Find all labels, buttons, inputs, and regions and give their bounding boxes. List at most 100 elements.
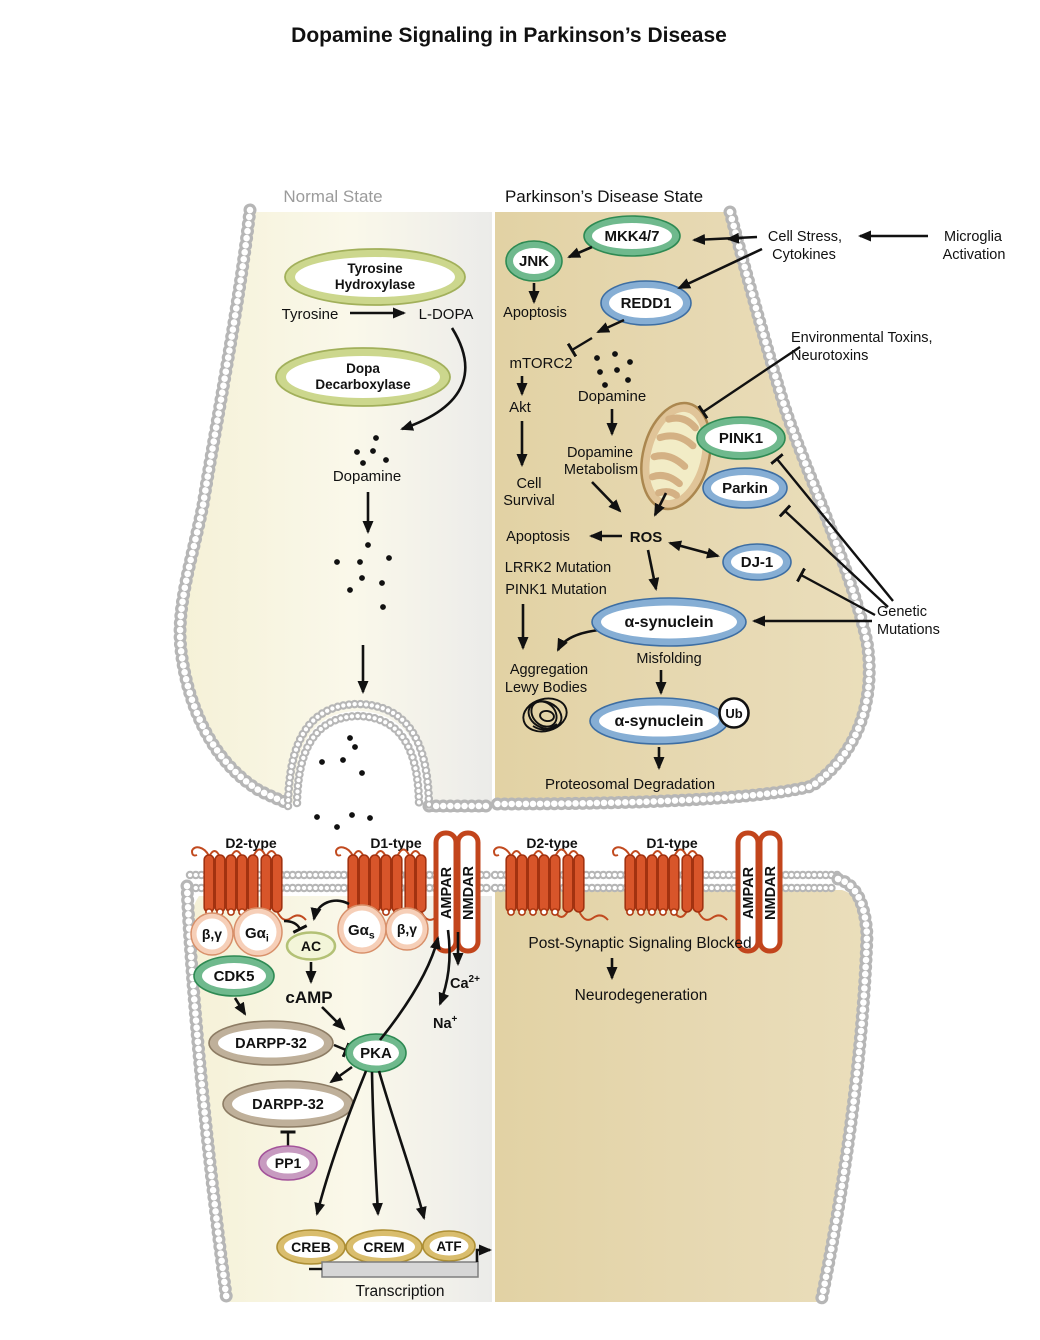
svg-text:β,γ: β,γ xyxy=(397,921,417,937)
svg-text:Ub: Ub xyxy=(725,706,742,721)
label-microglia-1: Microglia xyxy=(944,229,1003,245)
svg-text:CDK5: CDK5 xyxy=(214,968,255,985)
label-signaling-blocked: Post-Synaptic Signaling Blocked xyxy=(528,935,751,952)
label-genetic-2: Mutations xyxy=(877,622,940,638)
label-nmdar-normal: NMDAR xyxy=(461,865,477,919)
label-dopamine-normal: Dopamine xyxy=(333,468,401,485)
label-cell-stress-2: Cytokines xyxy=(772,247,836,263)
arrow-galphas-ac xyxy=(310,899,350,921)
label-microglia-2: Activation xyxy=(943,247,1006,263)
svg-text:Decarboxylase: Decarboxylase xyxy=(315,377,411,392)
label-neurodegeneration: Neurodegeneration xyxy=(575,987,708,1004)
node-ac: AC xyxy=(285,931,337,961)
svg-text:α-synuclein: α-synuclein xyxy=(615,713,704,730)
dopamine-dots-pd xyxy=(594,351,633,388)
node-crem: CREM xyxy=(345,1229,423,1265)
arrow-pka-to-crem xyxy=(370,1071,383,1216)
dopamine-dots-middle xyxy=(334,542,392,610)
header-normal-state: Normal State xyxy=(283,187,382,206)
arrow-pka-to-darpp32 xyxy=(329,1065,353,1084)
svg-text:MKK4/7: MKK4/7 xyxy=(604,228,659,245)
svg-text:DARPP-32: DARPP-32 xyxy=(252,1097,324,1113)
inhibit-genetic-parkin xyxy=(778,504,889,608)
svg-text:CREB: CREB xyxy=(291,1239,331,1255)
label-lewy-bodies: Lewy Bodies xyxy=(505,680,587,696)
inhibit-genetic-dj1 xyxy=(796,567,876,617)
svg-text:Gαs: Gαs xyxy=(348,922,375,942)
g-protein-beta-gamma-2: β,γ xyxy=(385,907,429,951)
svg-text:AC: AC xyxy=(301,938,321,954)
label-d1-type-normal: D1-type xyxy=(370,835,422,851)
label-nmdar-pd: NMDAR xyxy=(763,865,779,919)
g-protein-alpha-s: Gαs xyxy=(337,904,387,954)
svg-text:PINK1: PINK1 xyxy=(719,430,763,447)
arrow-metabolism-to-ros xyxy=(591,481,622,513)
label-apoptosis-ros: Apoptosis xyxy=(506,529,570,545)
dopamine-dots-dome xyxy=(319,735,365,776)
arrow-redd1-down xyxy=(596,318,625,334)
label-dopamine-metabolism-1: Dopamine xyxy=(567,445,633,461)
svg-text:DJ-1: DJ-1 xyxy=(741,554,774,571)
label-l-dopa: L-DOPA xyxy=(419,306,474,323)
label-sodium: Na+ xyxy=(433,1014,458,1032)
cell-pd-postsynaptic xyxy=(495,890,869,1302)
arrow-mito-to-ros xyxy=(653,492,668,517)
arrow-pka-to-channel xyxy=(378,936,441,1041)
node-parkin: Parkin xyxy=(702,467,788,509)
label-d2-type-normal: D2-type xyxy=(225,835,277,851)
g-protein-beta-gamma-1: β,γ xyxy=(190,912,234,956)
page-title: Dopamine Signaling in Parkinson’s Diseas… xyxy=(291,24,727,47)
inhibit-genetic-pink1 xyxy=(770,453,894,602)
inhibit-toxins-mitochondria xyxy=(697,346,801,420)
label-genetic-1: Genetic xyxy=(877,604,927,620)
svg-text:PP1: PP1 xyxy=(275,1155,302,1171)
inhibit-galphai-ac xyxy=(283,919,308,934)
svg-text:α-synuclein: α-synuclein xyxy=(625,614,714,631)
label-apoptosis-jnk: Apoptosis xyxy=(503,305,567,321)
svg-text:DARPP-32: DARPP-32 xyxy=(235,1036,307,1052)
panel-pd-presynaptic: MKK4/7 JNK Apoptosis REDD1 mTORC2 Akt Ce… xyxy=(503,215,1006,793)
svg-text:PKA: PKA xyxy=(360,1045,392,1062)
arrow-stress-to-redd1 xyxy=(677,247,763,290)
label-env-toxins-1: Environmental Toxins, xyxy=(791,330,933,346)
node-cdk5: CDK5 xyxy=(193,955,275,997)
svg-text:β,γ: β,γ xyxy=(202,926,222,942)
panel-normal-postsynaptic: D2-type D1-type AMPAR NMDAR β,γ Gαi Gαs … xyxy=(190,833,492,1300)
arrow-pka-to-creb xyxy=(314,1070,368,1216)
node-dopa-decarboxylase: Dopa Decarboxylase xyxy=(275,347,451,407)
label-tyrosine: Tyrosine xyxy=(282,306,339,323)
node-pp1: PP1 xyxy=(258,1145,318,1181)
ub-badge xyxy=(718,697,750,729)
label-cell-stress-1: Cell Stress, xyxy=(768,229,842,245)
mitochondrion xyxy=(640,401,712,511)
arrow-transcription-start xyxy=(475,1244,492,1262)
g-protein-alpha-i: Gαi xyxy=(233,907,283,957)
lewy-body-scribble xyxy=(522,697,568,733)
svg-text:Dopa: Dopa xyxy=(346,361,380,376)
node-pink1: PINK1 xyxy=(696,416,786,460)
panel-pd-postsynaptic: D2-type D1-type AMPAR NMDAR Post-Synapti… xyxy=(493,833,780,1004)
panel-normal-presynaptic: Tyrosine Hydroxylase Tyrosine L-DOPA Dop… xyxy=(275,248,474,830)
arrow-stress-to-mkk47 xyxy=(692,233,758,245)
label-cell-survival-1: Cell xyxy=(517,476,542,492)
arrow-cdk5-to-darpp32 xyxy=(233,997,247,1016)
svg-text:ATF: ATF xyxy=(436,1239,461,1254)
node-darpp32-b: DARPP-32 xyxy=(222,1080,354,1128)
header-pd-state: Parkinson’s Disease State xyxy=(505,187,703,206)
arrow-ldopa-to-dopamine xyxy=(400,327,467,431)
arrow-mkk47-to-jnk xyxy=(567,245,593,259)
node-tyrosine-hydroxylase: Tyrosine Hydroxylase xyxy=(284,248,466,306)
node-mkk47: MKK4/7 xyxy=(583,215,681,257)
node-pka: PKA xyxy=(345,1033,407,1073)
label-pink1-mutation: PINK1 Mutation xyxy=(505,582,607,598)
node-alpha-synuclein: α-synuclein xyxy=(591,597,747,647)
arrow-ampar-sodium xyxy=(438,929,451,1006)
dopamine-dots-upper xyxy=(354,435,389,466)
label-transcription: Transcription xyxy=(355,1283,444,1300)
membrane-normal-presynaptic xyxy=(173,203,499,813)
node-redd1: REDD1 xyxy=(600,280,692,326)
svg-text:Gαi: Gαi xyxy=(245,925,269,945)
arrow-ros-to-asynuclein xyxy=(646,549,660,591)
label-cell-survival-2: Survival xyxy=(503,493,555,509)
svg-text:JNK: JNK xyxy=(519,253,549,270)
